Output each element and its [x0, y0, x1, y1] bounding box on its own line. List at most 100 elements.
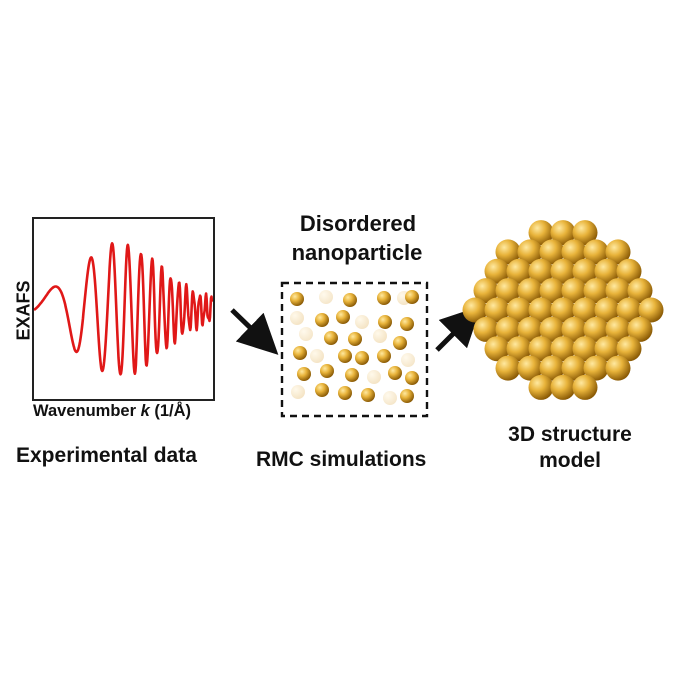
- xlabel-variable: k: [140, 402, 150, 420]
- nanoparticle-cluster-icon: [462, 220, 664, 400]
- gold-atom-icon: [506, 258, 532, 284]
- gold-atom-icon: [517, 355, 543, 381]
- gold-atom-icon: [400, 389, 414, 403]
- gold-atom-icon: [495, 316, 521, 342]
- gold-atom-icon: [550, 336, 576, 362]
- gold-atom-icon: [299, 327, 313, 341]
- gold-atom-icon: [517, 239, 543, 265]
- gold-atom-icon: [605, 239, 631, 265]
- gold-atom-icon: [462, 297, 488, 323]
- gold-atom-icon: [401, 353, 415, 367]
- gold-atom-icon: [291, 385, 305, 399]
- gold-atom-icon: [297, 367, 311, 381]
- gold-atom-icon: [605, 316, 631, 342]
- arrow-up-right-icon: [435, 305, 482, 352]
- gold-atom-icon: [517, 278, 543, 304]
- gold-atom-icon: [338, 349, 352, 363]
- gold-atom-icon: [572, 258, 598, 284]
- simulation-caption: RMC simulations: [256, 448, 427, 471]
- gold-atom-icon: [290, 292, 304, 306]
- gold-atom-icon: [550, 374, 576, 400]
- gold-atom-icon: [616, 297, 642, 323]
- gold-atom-icon: [315, 313, 329, 327]
- structure-caption-line1: 3D structure: [508, 423, 632, 446]
- simulation-title-line2: nanoparticle: [291, 240, 423, 265]
- gold-atom-icon: [561, 355, 587, 381]
- gold-atom-icon: [348, 332, 362, 346]
- gold-atom-icon: [495, 355, 521, 381]
- gold-atom-icon: [605, 355, 631, 381]
- structure-caption-line2: model: [539, 449, 601, 472]
- gold-atom-icon: [594, 297, 620, 323]
- gold-atom-icon: [355, 315, 369, 329]
- gold-atom-icon: [324, 331, 338, 345]
- simulation-title-line1: Disordered: [299, 211, 417, 236]
- gold-atom-icon: [367, 370, 381, 384]
- gold-atom-icon: [473, 278, 499, 304]
- gold-atom-icon: [616, 336, 642, 362]
- gold-atom-icon: [550, 258, 576, 284]
- gold-atom-icon: [517, 316, 543, 342]
- exafs-plot-frame: [32, 217, 215, 401]
- exafs-xlabel: Wavenumber k (1/Å): [33, 402, 191, 421]
- gold-atom-icon: [539, 355, 565, 381]
- disordered-particles: [290, 290, 419, 405]
- gold-atom-icon: [320, 364, 334, 378]
- gold-atom-icon: [319, 290, 333, 304]
- gold-atom-icon: [484, 336, 510, 362]
- gold-atom-icon: [495, 239, 521, 265]
- gold-atom-icon: [583, 355, 609, 381]
- gold-atom-icon: [528, 297, 554, 323]
- gold-atom-icon: [572, 336, 598, 362]
- gold-atom-icon: [310, 349, 324, 363]
- gold-atom-icon: [315, 383, 329, 397]
- gold-atom-icon: [583, 239, 609, 265]
- gold-atom-icon: [528, 374, 554, 400]
- gold-atom-icon: [550, 220, 576, 246]
- gold-atom-icon: [383, 391, 397, 405]
- gold-atom-icon: [355, 351, 369, 365]
- simulation-box: [280, 281, 429, 418]
- gold-atom-icon: [539, 278, 565, 304]
- gold-atom-icon: [377, 291, 391, 305]
- gold-atom-icon: [616, 258, 642, 284]
- gold-atom-icon: [336, 310, 350, 324]
- gold-atom-icon: [495, 278, 521, 304]
- gold-atom-icon: [405, 371, 419, 385]
- gold-atom-icon: [373, 329, 387, 343]
- gold-atom-icon: [361, 388, 375, 402]
- exafs-ylabel: EXAFS: [13, 280, 34, 341]
- gold-atom-icon: [377, 349, 391, 363]
- gold-atom-icon: [506, 336, 532, 362]
- gold-atom-icon: [343, 293, 357, 307]
- gold-atom-icon: [484, 297, 510, 323]
- gold-atom-icon: [572, 297, 598, 323]
- arrow-down-right-icon: [230, 308, 279, 355]
- gold-atom-icon: [405, 290, 419, 304]
- xlabel-prefix: Wavenumber: [33, 402, 141, 420]
- gold-atom-icon: [572, 220, 598, 246]
- gold-atom-icon: [561, 316, 587, 342]
- gold-atom-icon: [550, 297, 576, 323]
- gold-atom-icon: [388, 366, 402, 380]
- gold-atom-icon: [539, 239, 565, 265]
- gold-atom-icon: [572, 374, 598, 400]
- gold-atom-icon: [473, 316, 499, 342]
- gold-atom-icon: [594, 258, 620, 284]
- gold-atom-icon: [345, 368, 359, 382]
- gold-atom-icon: [290, 311, 304, 325]
- gold-atom-icon: [583, 316, 609, 342]
- gold-atom-icon: [393, 336, 407, 350]
- experimental-caption: Experimental data: [16, 444, 197, 467]
- gold-atom-icon: [293, 346, 307, 360]
- gold-atom-icon: [506, 297, 532, 323]
- gold-atom-icon: [528, 220, 554, 246]
- gold-atom-icon: [583, 278, 609, 304]
- gold-atom-icon: [528, 258, 554, 284]
- gold-atom-icon: [484, 258, 510, 284]
- gold-atom-icon: [594, 336, 620, 362]
- exafs-signal-line: [34, 242, 213, 376]
- gold-atom-icon: [638, 297, 664, 323]
